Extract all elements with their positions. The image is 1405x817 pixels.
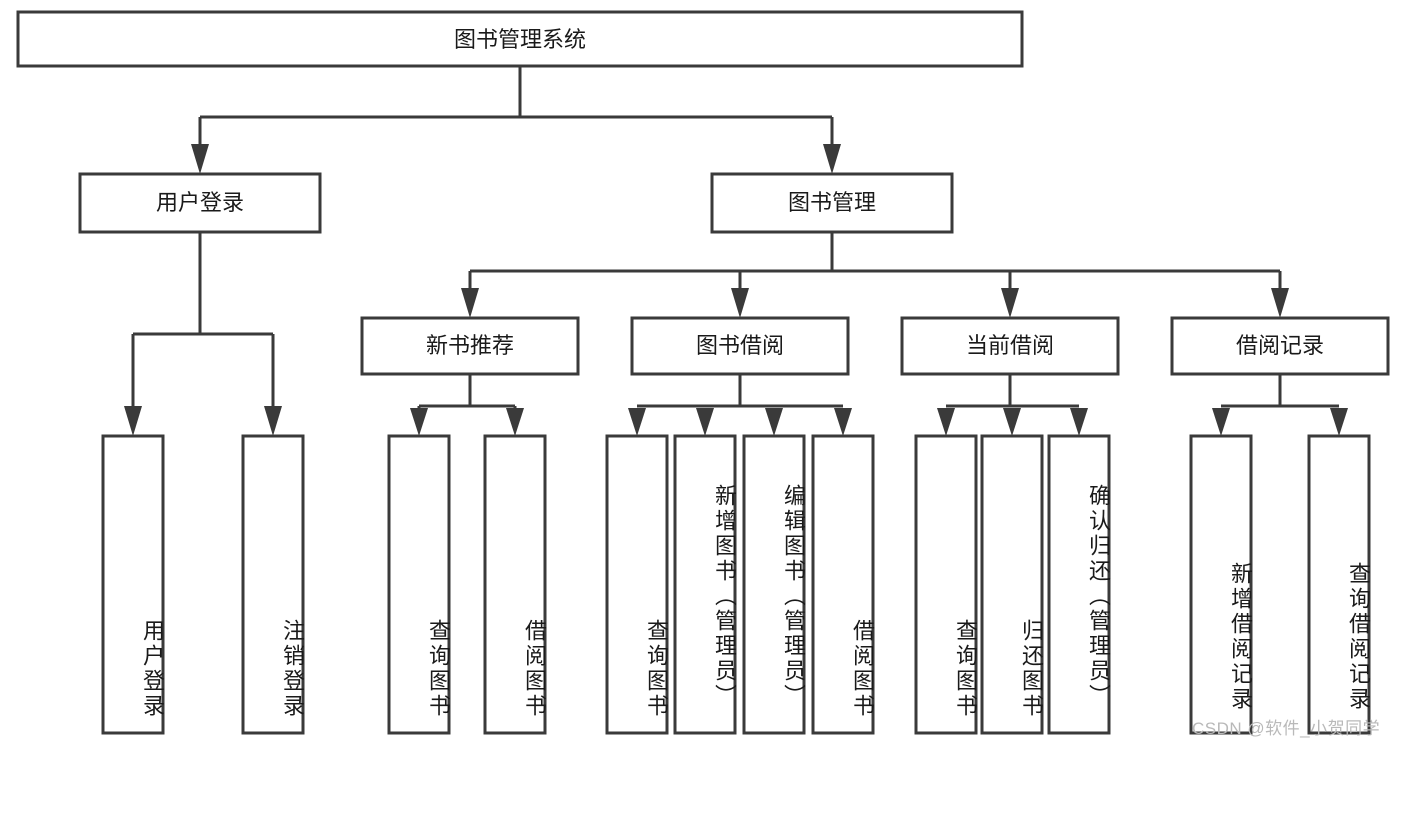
arrow-to-leaf-edit-book — [765, 408, 783, 436]
node-box-book-borrow[interactable] — [630, 316, 850, 376]
watermark-text: CSDN @软件_小贺同学 — [1192, 719, 1381, 738]
node-box-leaf-edit-book[interactable] — [742, 434, 806, 735]
arrow-to-new-book-rec — [461, 288, 479, 318]
node-box-leaf-query-book-3[interactable] — [914, 434, 978, 735]
node-label-root: 图书管理系统 — [454, 27, 586, 52]
arrow-to-leaf-user-login — [124, 406, 142, 436]
arrow-to-leaf-return-book — [1003, 408, 1021, 436]
node-box-leaf-borrow-book-2[interactable] — [811, 434, 875, 735]
node-label-current-borrow: 当前借阅 — [966, 333, 1054, 358]
node-box-user-login[interactable] — [78, 172, 322, 234]
arrow-to-leaf-query-record — [1330, 408, 1348, 436]
node-box-book-manage[interactable] — [710, 172, 954, 234]
arrow-to-book-borrow — [731, 288, 749, 318]
node-box-leaf-confirm-return[interactable] — [1047, 434, 1111, 735]
node-label-user-login: 用户登录 — [156, 190, 244, 215]
node-box-leaf-query-record[interactable] — [1307, 434, 1371, 735]
arrow-to-user-login — [191, 144, 209, 174]
node-box-root[interactable] — [16, 10, 1024, 68]
node-label-book-borrow: 图书借阅 — [696, 333, 784, 358]
node-box-borrow-record[interactable] — [1170, 316, 1390, 376]
connectors-group — [124, 66, 1348, 436]
arrow-to-leaf-confirm-return — [1070, 408, 1088, 436]
node-box-leaf-borrow-book-1[interactable] — [483, 434, 547, 735]
node-box-leaf-add-record[interactable] — [1189, 434, 1253, 735]
arrow-to-leaf-add-record — [1212, 408, 1230, 436]
node-box-leaf-user-logout[interactable] — [241, 434, 305, 735]
arrow-to-leaf-query-book-3 — [937, 408, 955, 436]
node-box-leaf-return-book[interactable] — [980, 434, 1044, 735]
node-box-leaf-user-login[interactable] — [101, 434, 165, 735]
node-box-new-book-rec[interactable] — [360, 316, 580, 376]
arrow-to-leaf-query-book-2 — [628, 408, 646, 436]
diagram-canvas: 图书管理系统 用户登录 图书管理 新书推荐 图书借阅 当前借阅 借阅记录 — [16, 10, 1390, 738]
node-box-current-borrow[interactable] — [900, 316, 1120, 376]
arrow-to-book-manage — [823, 144, 841, 174]
arrow-to-leaf-borrow-book-2 — [834, 408, 852, 436]
node-box-leaf-add-book[interactable] — [673, 434, 737, 735]
nodes-group: 图书管理系统 用户登录 图书管理 新书推荐 图书借阅 当前借阅 借阅记录 — [16, 10, 1390, 735]
arrow-to-leaf-user-logout — [264, 406, 282, 436]
node-label-borrow-record: 借阅记录 — [1236, 333, 1324, 358]
tree-diagram-svg: 图书管理系统 用户登录 图书管理 新书推荐 图书借阅 当前借阅 借阅记录 — [16, 10, 1390, 735]
node-box-leaf-query-book-1[interactable] — [387, 434, 451, 735]
arrow-to-borrow-record — [1271, 288, 1289, 318]
arrow-to-leaf-query-book-1 — [410, 408, 428, 436]
arrow-to-current-borrow — [1001, 288, 1019, 318]
node-label-new-book-rec: 新书推荐 — [426, 333, 514, 358]
arrow-to-leaf-add-book — [696, 408, 714, 436]
node-label-book-manage: 图书管理 — [788, 190, 876, 215]
node-box-leaf-query-book-2[interactable] — [605, 434, 669, 735]
arrow-to-leaf-borrow-book-1 — [506, 408, 524, 436]
